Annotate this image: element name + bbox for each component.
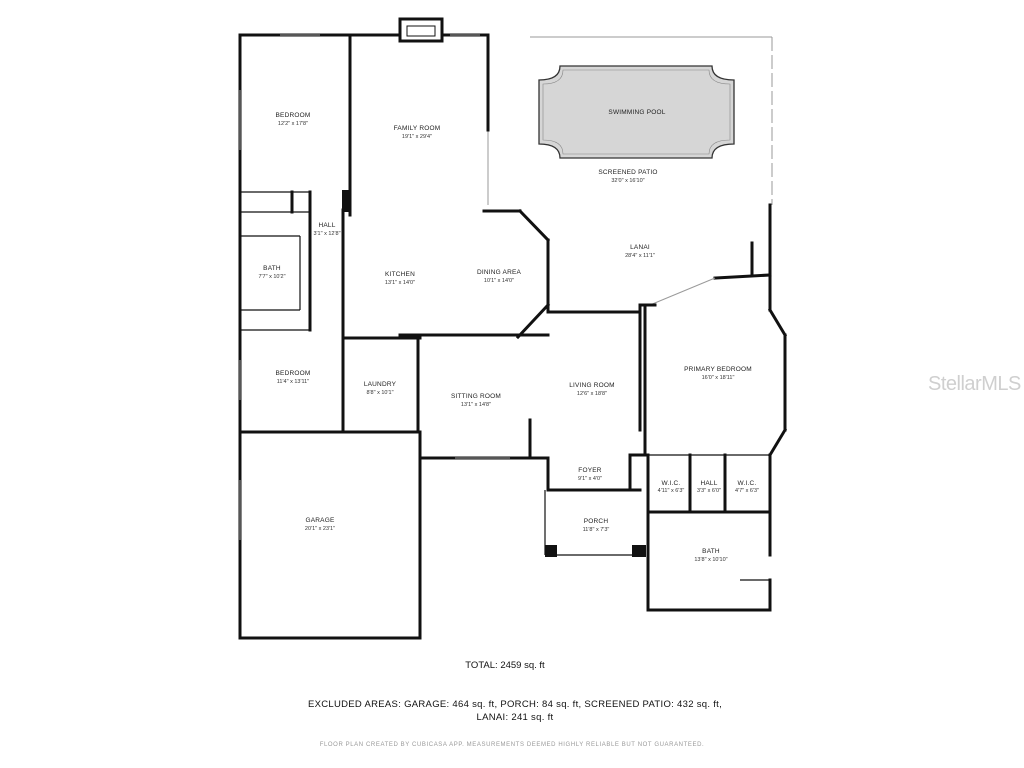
lanai-label: LANAI	[630, 244, 650, 251]
foyer-dim: 9'1" x 4'0"	[578, 476, 602, 482]
bedroom-2-label: BEDROOM	[276, 370, 311, 377]
hall-1-dim: 3'1" x 12'8"	[313, 231, 340, 237]
total-area: TOTAL: 2459 sq. ft	[465, 660, 545, 671]
hall-1-label: HALL	[318, 222, 335, 229]
porch	[544, 490, 646, 557]
living-room-label: LIVING ROOM	[569, 382, 615, 389]
screened-patio-dim: 32'0" x 16'10"	[611, 178, 644, 184]
watermark-logo: StellarMLS	[928, 373, 1021, 395]
dining-area-label: DINING AREA	[477, 269, 522, 276]
interior-walls	[238, 33, 772, 581]
excluded-areas-line-2: LANAI: 241 sq. ft	[476, 712, 554, 723]
laundry-label: LAUNDRY	[364, 381, 397, 388]
excluded-areas-line-1: EXCLUDED AREAS: GARAGE: 464 sq. ft, PORC…	[307, 699, 723, 710]
exterior-walls	[238, 33, 788, 640]
dining-area-dim: 10'1" x 14'0"	[484, 278, 514, 284]
room-labels: BEDROOM 12'2" x 17'8" FAMILY ROOM 19'1" …	[258, 109, 759, 563]
garage-label: GARAGE	[305, 517, 334, 524]
bath-2-dim: 13'8" x 10'10"	[694, 557, 727, 563]
lanai-dim: 28'4" x 11'1"	[625, 253, 655, 259]
bath-1-dim: 7'7" x 10'2"	[258, 274, 285, 280]
living-room-dim: 12'6" x 18'8"	[577, 391, 607, 397]
wic-1-label: W.I.C.	[662, 480, 681, 487]
kitchen-dim: 13'1" x 14'0"	[385, 280, 415, 286]
wic-2-dim: 4'7" x 6'3"	[735, 488, 759, 494]
screened-patio-label: SCREENED PATIO	[598, 169, 657, 176]
hall-2-dim: 3'3" x 6'0"	[697, 488, 721, 494]
wic-1-dim: 4'11" x 6'3"	[658, 488, 685, 494]
disclaimer: FLOOR PLAN CREATED BY CUBICASA APP. MEAS…	[319, 742, 705, 748]
bedroom-1-dim: 12'2" x 17'8"	[278, 121, 308, 127]
sitting-room-dim: 13'1" x 14'8"	[461, 402, 491, 408]
foyer-label: FOYER	[578, 467, 601, 474]
swimming-pool	[538, 65, 735, 159]
bath-2-label: BATH	[702, 548, 720, 555]
primary-bedroom-label: PRIMARY BEDROOM	[684, 366, 752, 373]
porch-label: PORCH	[584, 518, 609, 525]
family-room-label: FAMILY ROOM	[394, 125, 441, 132]
primary-bedroom-dim: 16'0" x 18'11"	[702, 375, 735, 381]
family-room-dim: 19'1" x 29'4"	[402, 134, 432, 140]
garage-dim: 20'1" x 23'1"	[305, 526, 335, 532]
hall-2-label: HALL	[700, 480, 717, 487]
bedroom-2-dim: 11'4" x 13'11"	[277, 379, 309, 385]
sitting-room-label: SITTING ROOM	[451, 393, 501, 400]
fireplace-chimney	[398, 17, 444, 43]
bedroom-1-label: BEDROOM	[276, 112, 311, 119]
laundry-dim: 8'8" x 10'1"	[366, 390, 393, 396]
porch-dim: 11'8" x 7'3"	[583, 527, 610, 533]
kitchen-label: KITCHEN	[385, 271, 415, 278]
swimming-pool-label: SWIMMING POOL	[608, 109, 665, 116]
bath-1-label: BATH	[263, 265, 281, 272]
wic-2-label: W.I.C.	[738, 480, 757, 487]
excluded-areas: EXCLUDED AREAS: GARAGE: 464 sq. ft, PORC…	[290, 698, 740, 724]
